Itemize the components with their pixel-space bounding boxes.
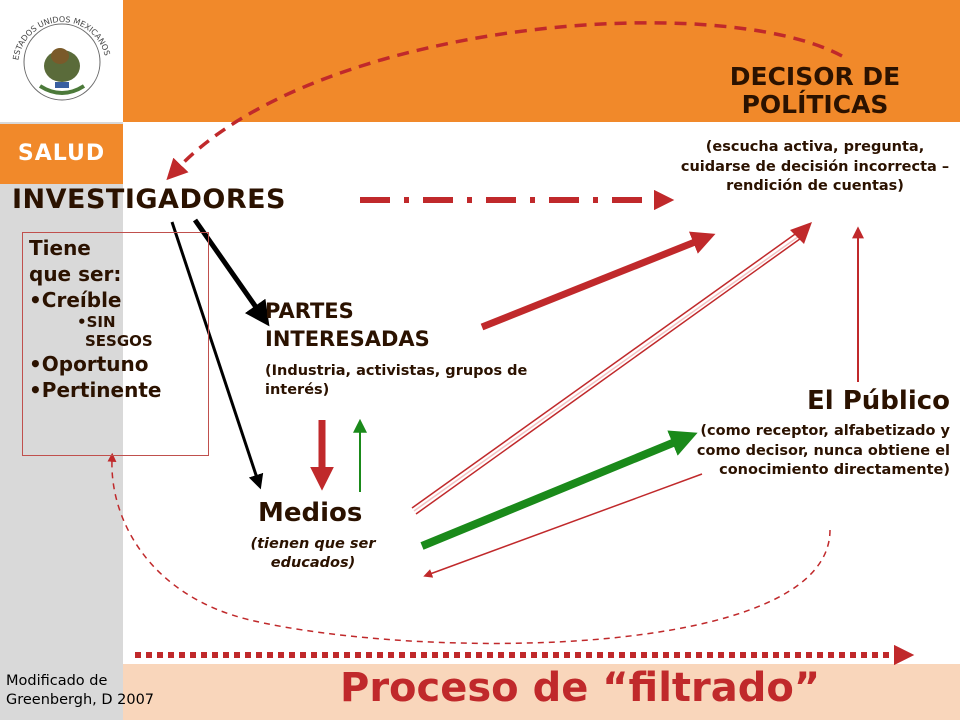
decisor-description: (escucha activa, pregunta, cuidarse de d… <box>680 139 950 194</box>
requirement-creible: Creíble <box>41 288 122 312</box>
arrow-medios-publico <box>420 430 698 550</box>
double-arrow-medios-decisor-c <box>413 233 803 512</box>
top-orange-band <box>123 0 960 122</box>
medios-description: (tienen que ser educados) <box>250 536 376 571</box>
requirements-box: Tiene que ser: •Creíble •SIN SESGOS •Opo… <box>22 232 209 456</box>
salud-brand-box <box>0 124 123 184</box>
requirements-intro-2: que ser: <box>29 262 122 286</box>
partes-title: PARTES INTERESADAS <box>265 297 430 353</box>
bottom-band <box>123 664 960 720</box>
brand-label: SALUD <box>17 141 106 166</box>
credit-line1: Modificado de <box>6 673 108 689</box>
publico-description: (como receptor, alfabetizado y como deci… <box>696 423 950 478</box>
subitem-sin: SIN <box>86 313 116 331</box>
seal-logo-area: ESTADOS UNIDOS MEXICANOS <box>0 0 123 122</box>
publico-title: El Público <box>807 386 950 416</box>
double-arrow-medios-decisor-b <box>415 235 805 515</box>
decisor-title: DECISOR DE POLÍTICAS <box>729 62 901 119</box>
subitem-sesgos: SESGOS <box>85 332 153 350</box>
requirement-item: •Pertinente <box>29 378 162 402</box>
requirements-intro-1: Tiene <box>29 236 91 260</box>
proceso-title: Proceso de “filtrado” <box>340 665 821 711</box>
arrow-partes-decisor <box>480 231 716 331</box>
partes-title-line2: INTERESADAS <box>265 327 430 351</box>
requirement-item: •Creíble <box>29 288 122 312</box>
requirement-subitem: •SIN <box>77 313 116 331</box>
dashed-loop-publico-investigadores <box>107 452 831 645</box>
double-arrow-medios-decisor-a <box>411 231 799 509</box>
medios-title: Medios <box>258 498 363 528</box>
arrow-investigadores-medios <box>170 221 264 490</box>
requirement-oportuno: Oportuno <box>41 352 149 376</box>
partes-title-line1: PARTES <box>265 299 354 323</box>
requirement-item: •Oportuno <box>29 352 149 376</box>
mexican-seal-icon: ESTADOS UNIDOS MEXICANOS <box>11 15 112 101</box>
requirement-pertinente: Pertinente <box>41 378 162 402</box>
feedback-arrow-decisor-investigadores <box>166 21 843 181</box>
arrow-publico-medios <box>423 473 703 578</box>
arrow-investigadores-partes <box>192 218 270 327</box>
investigadores-title: INVESTIGADORES <box>12 184 286 215</box>
credit-line2: Greenbergh, D 2007 <box>6 692 155 708</box>
double-arrow-medios-decisor-head <box>790 222 812 244</box>
credit-note: Modificado de Greenbergh, D 2007 <box>6 672 154 710</box>
partes-description: (Industria, activistas, grupos de interé… <box>265 363 528 398</box>
